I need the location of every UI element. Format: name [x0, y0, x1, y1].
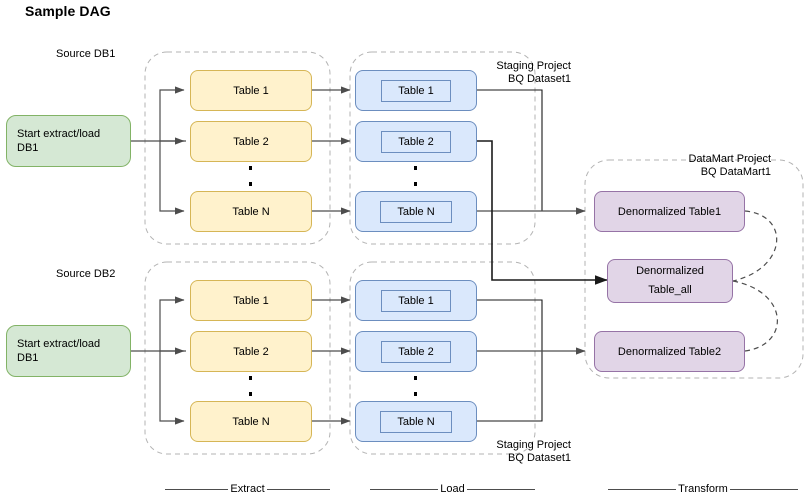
stage-rule-left — [608, 488, 677, 490]
node-extract-db1-table-2[interactable]: Table 2 — [190, 121, 312, 162]
load-inner-table-2: Table 2 — [381, 340, 451, 363]
stage-label-text: Transform — [678, 483, 728, 495]
node-load-top-table-2[interactable]: Table 2 — [355, 121, 477, 162]
ellipsis-dot — [414, 182, 417, 186]
ellipsis-dot — [249, 182, 252, 186]
load-inner-table-2: Table 2 — [381, 130, 451, 153]
node-denormalized-table1[interactable]: Denormalized Table1 — [594, 191, 745, 232]
load-inner-table-n: Table N — [380, 410, 452, 433]
stage-label-extract: Extract — [165, 483, 331, 495]
ellipsis-dot — [414, 166, 417, 170]
node-denormalized-table2[interactable]: Denormalized Table2 — [594, 331, 745, 372]
node-load-top-table-1[interactable]: Table 1 — [355, 70, 477, 111]
stage-rule-right — [729, 488, 798, 490]
group-label-source-db1: Source DB1 — [56, 48, 116, 60]
stage-rule-left — [370, 488, 439, 490]
load-inner-table-n: Table N — [380, 200, 452, 223]
node-extract-db2-table-n[interactable]: Table N — [190, 401, 312, 442]
node-start-extract-load-db2[interactable]: Start extract/load DB1 — [6, 325, 131, 377]
stage-rule-right — [466, 488, 536, 490]
node-extract-db1-table-n[interactable]: Table N — [190, 191, 312, 232]
node-load-bottom-table-1[interactable]: Table 1 — [355, 280, 477, 321]
node-load-bottom-table-2[interactable]: Table 2 — [355, 331, 477, 372]
group-label-source-db2: Source DB2 — [56, 268, 116, 280]
stage-label-text: Load — [440, 483, 465, 495]
stage-label-load: Load — [370, 483, 536, 495]
stage-rule-right — [266, 488, 331, 490]
stage-label-text: Extract — [230, 483, 265, 495]
stage-rule-left — [165, 488, 229, 490]
ellipsis-dot — [414, 376, 417, 380]
node-start-extract-load-db1[interactable]: Start extract/load DB1 — [6, 115, 131, 167]
group-label-staging-bottom: Staging Project BQ Dataset1 — [496, 439, 571, 464]
group-label-staging-top: Staging Project BQ Dataset1 — [496, 60, 571, 85]
page-title: Sample DAG — [25, 3, 111, 19]
node-denormalized-table-all[interactable]: Denormalized Table_all — [607, 259, 733, 303]
ellipsis-dot — [249, 376, 252, 380]
ellipsis-dot — [414, 392, 417, 396]
node-load-bottom-table-n[interactable]: Table N — [355, 401, 477, 442]
node-extract-db1-table-1[interactable]: Table 1 — [190, 70, 312, 111]
ellipsis-dot — [249, 392, 252, 396]
node-load-top-table-n[interactable]: Table N — [355, 191, 477, 232]
load-inner-table-1: Table 1 — [381, 289, 451, 312]
group-label-datamart: DataMart Project BQ DataMart1 — [688, 153, 771, 178]
load-inner-table-1: Table 1 — [381, 79, 451, 102]
node-extract-db2-table-2[interactable]: Table 2 — [190, 331, 312, 372]
stage-label-transform: Transform — [608, 483, 798, 495]
node-extract-db2-table-1[interactable]: Table 1 — [190, 280, 312, 321]
ellipsis-dot — [249, 166, 252, 170]
